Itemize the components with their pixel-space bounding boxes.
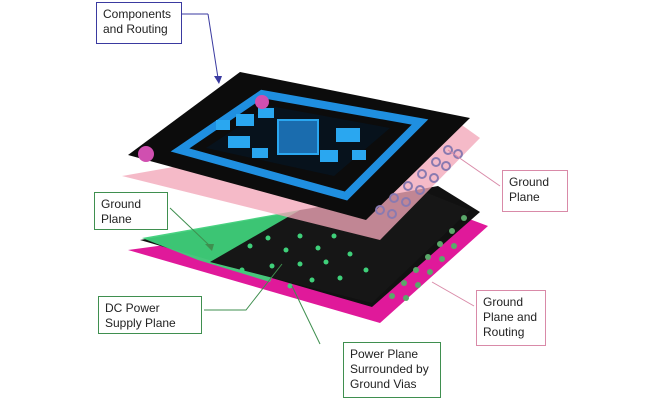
callout-power-plane-vias: Power Plane Surrounded by Ground Vias	[343, 342, 441, 398]
ground-vias	[239, 233, 369, 289]
callout-ground-plane-left: Ground Plane	[94, 192, 168, 230]
callout-ground-plane-routing: Ground Plane and Routing	[476, 290, 546, 346]
callout-dc-power-supply-plane: DC Power Supply Plane	[98, 296, 202, 334]
power-plane-region	[210, 190, 470, 303]
leader-lines	[169, 13, 501, 345]
top-pads	[138, 95, 269, 162]
components	[216, 108, 366, 162]
callout-ground-plane-top: Ground Plane	[502, 170, 568, 212]
main-chip	[277, 119, 319, 155]
callout-components-routing: Components and Routing	[96, 2, 182, 44]
routing-ring	[170, 89, 429, 201]
edge-via-row	[389, 215, 467, 301]
